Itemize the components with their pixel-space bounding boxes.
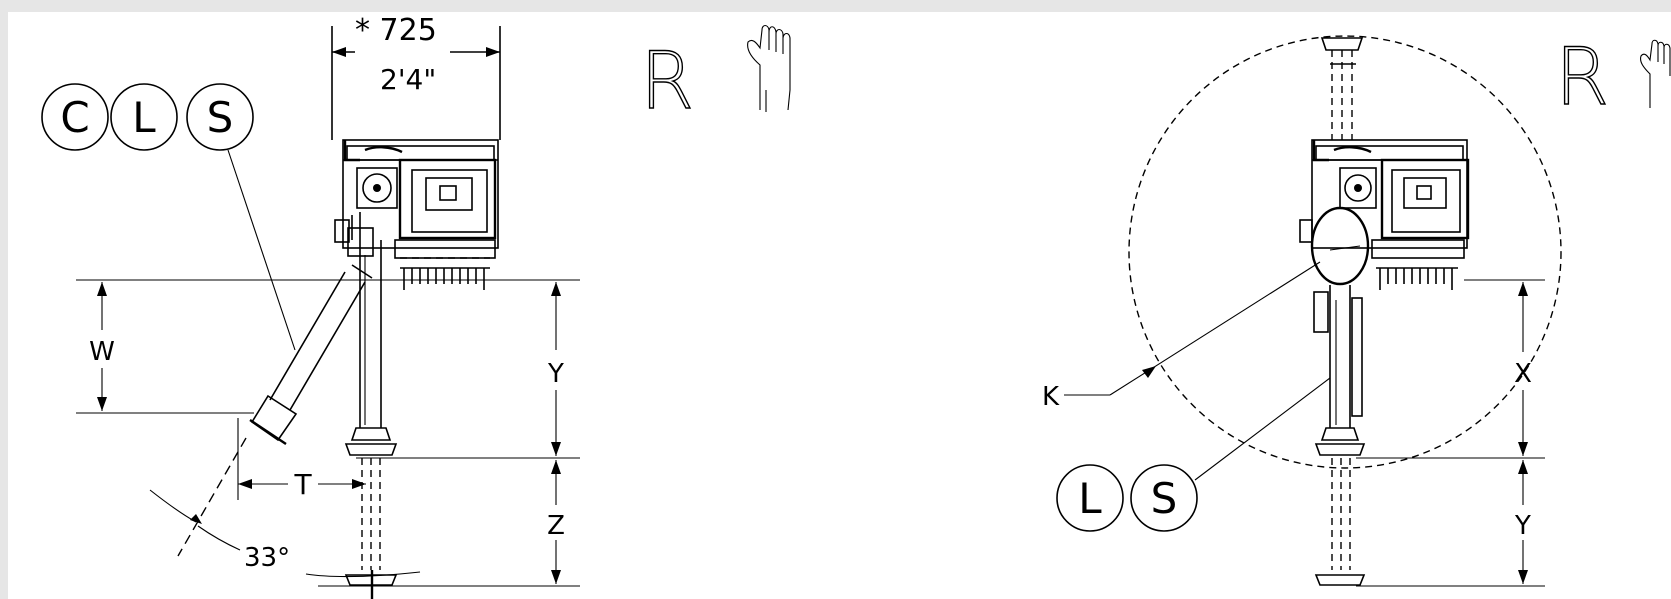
rotation-r-label-right: R (1555, 33, 1609, 123)
callout-circle-s (186, 83, 254, 151)
dim-725-label: * 725 (355, 13, 437, 48)
swing-circle (1128, 35, 1562, 469)
rotation-r-label: R (640, 37, 694, 127)
dim-y-label: Y (547, 359, 564, 389)
callout-group-ls: L S (1056, 377, 1331, 532)
upper-column-ghost (1320, 37, 1364, 140)
dimension-y: Y (547, 282, 564, 456)
callout-s-right-label: S (1151, 474, 1178, 523)
dim-y-right-label: Y (1514, 511, 1531, 541)
callout-l-label: L (132, 93, 156, 142)
left-diagram: * 725 2'4" R C L S (41, 13, 791, 599)
dimension-k: K (1042, 261, 1321, 412)
callout-l-right-label: L (1078, 474, 1102, 523)
callout-s-label: S (207, 93, 234, 142)
dimension-w: W (89, 282, 115, 411)
callout-leader-right (1194, 377, 1331, 481)
dimension-z: Z (547, 460, 565, 584)
dimension-t: T (237, 418, 366, 501)
machine-head-right (1299, 139, 1470, 290)
dim-x-label: X (1514, 359, 1532, 389)
callout-circle-s-right (1130, 464, 1198, 532)
dim-z-label: Z (547, 511, 565, 541)
callout-circle-l-right (1056, 464, 1124, 532)
callout-leader (227, 149, 296, 351)
callout-circle-l (110, 83, 178, 151)
drawing-sheet: * 725 2'4" R C L S (8, 12, 1671, 599)
tilted-arm (177, 264, 373, 557)
machine-head (334, 139, 499, 290)
vertical-column (344, 240, 398, 599)
dimension-y-right: Y (1514, 460, 1531, 584)
callout-circle-c (41, 83, 109, 151)
bottom-comb-right (1376, 267, 1458, 290)
angle-label: 33° (244, 543, 290, 573)
top-width-dimension: * 725 2'4" (331, 13, 501, 140)
right-diagram: R (1042, 32, 1671, 587)
vertical-column-right (1313, 285, 1366, 586)
dim-imperial-label: 2'4" (380, 63, 436, 96)
dim-k-label: K (1042, 382, 1060, 412)
dim-w-label: W (89, 337, 115, 367)
dim-t-label: T (293, 468, 312, 501)
dimension-x: X (1514, 282, 1532, 456)
callout-group-cls: C L S (41, 83, 296, 351)
technical-drawing: * 725 2'4" R C L S (41, 13, 1671, 599)
hand-icon (747, 24, 791, 112)
callout-c-label: C (60, 93, 89, 142)
bottom-comb (400, 267, 490, 290)
hand-icon (1640, 39, 1671, 108)
angle-indicator: 33° (149, 489, 421, 578)
